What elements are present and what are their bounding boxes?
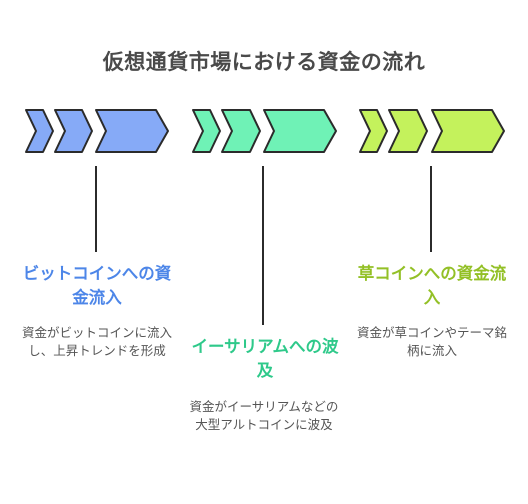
stage-3-chevrons [359,109,505,252]
stage-3-description: 資金が草コインやテーマ銘柄に流入 [357,325,508,358]
diagram-title: 仮想通貨市場における資金の流れ [102,50,426,74]
stage-2-description: 資金がイーサリアムなどの大型アルトコインに波及 [189,399,339,432]
stage-2-chevron-small-2 [221,109,261,153]
stage-1-title: ビットコインへの資金流入 [22,264,172,307]
stage-1-description: 資金がビットコインに流入し、上昇トレンドを形成 [22,325,173,358]
stage-1-chevron-large [95,109,169,153]
stage-3-chevron-large [431,109,505,153]
stage-2-chevron-large [263,109,337,153]
stage-1-chevron-small-1 [25,109,54,153]
stage-3-title: 草コインへの資金流入 [357,264,507,307]
stage-2-title: イーサリアムへの波及 [191,337,339,380]
stage-3-chevron-small-2 [388,109,428,153]
stage-2-chevrons [192,109,337,325]
stage-1-chevrons [25,109,169,252]
stage-2-chevron-small-1 [192,109,221,153]
stage-3-chevron-small-1 [359,109,388,153]
stage-1-chevron-small-2 [54,109,93,153]
